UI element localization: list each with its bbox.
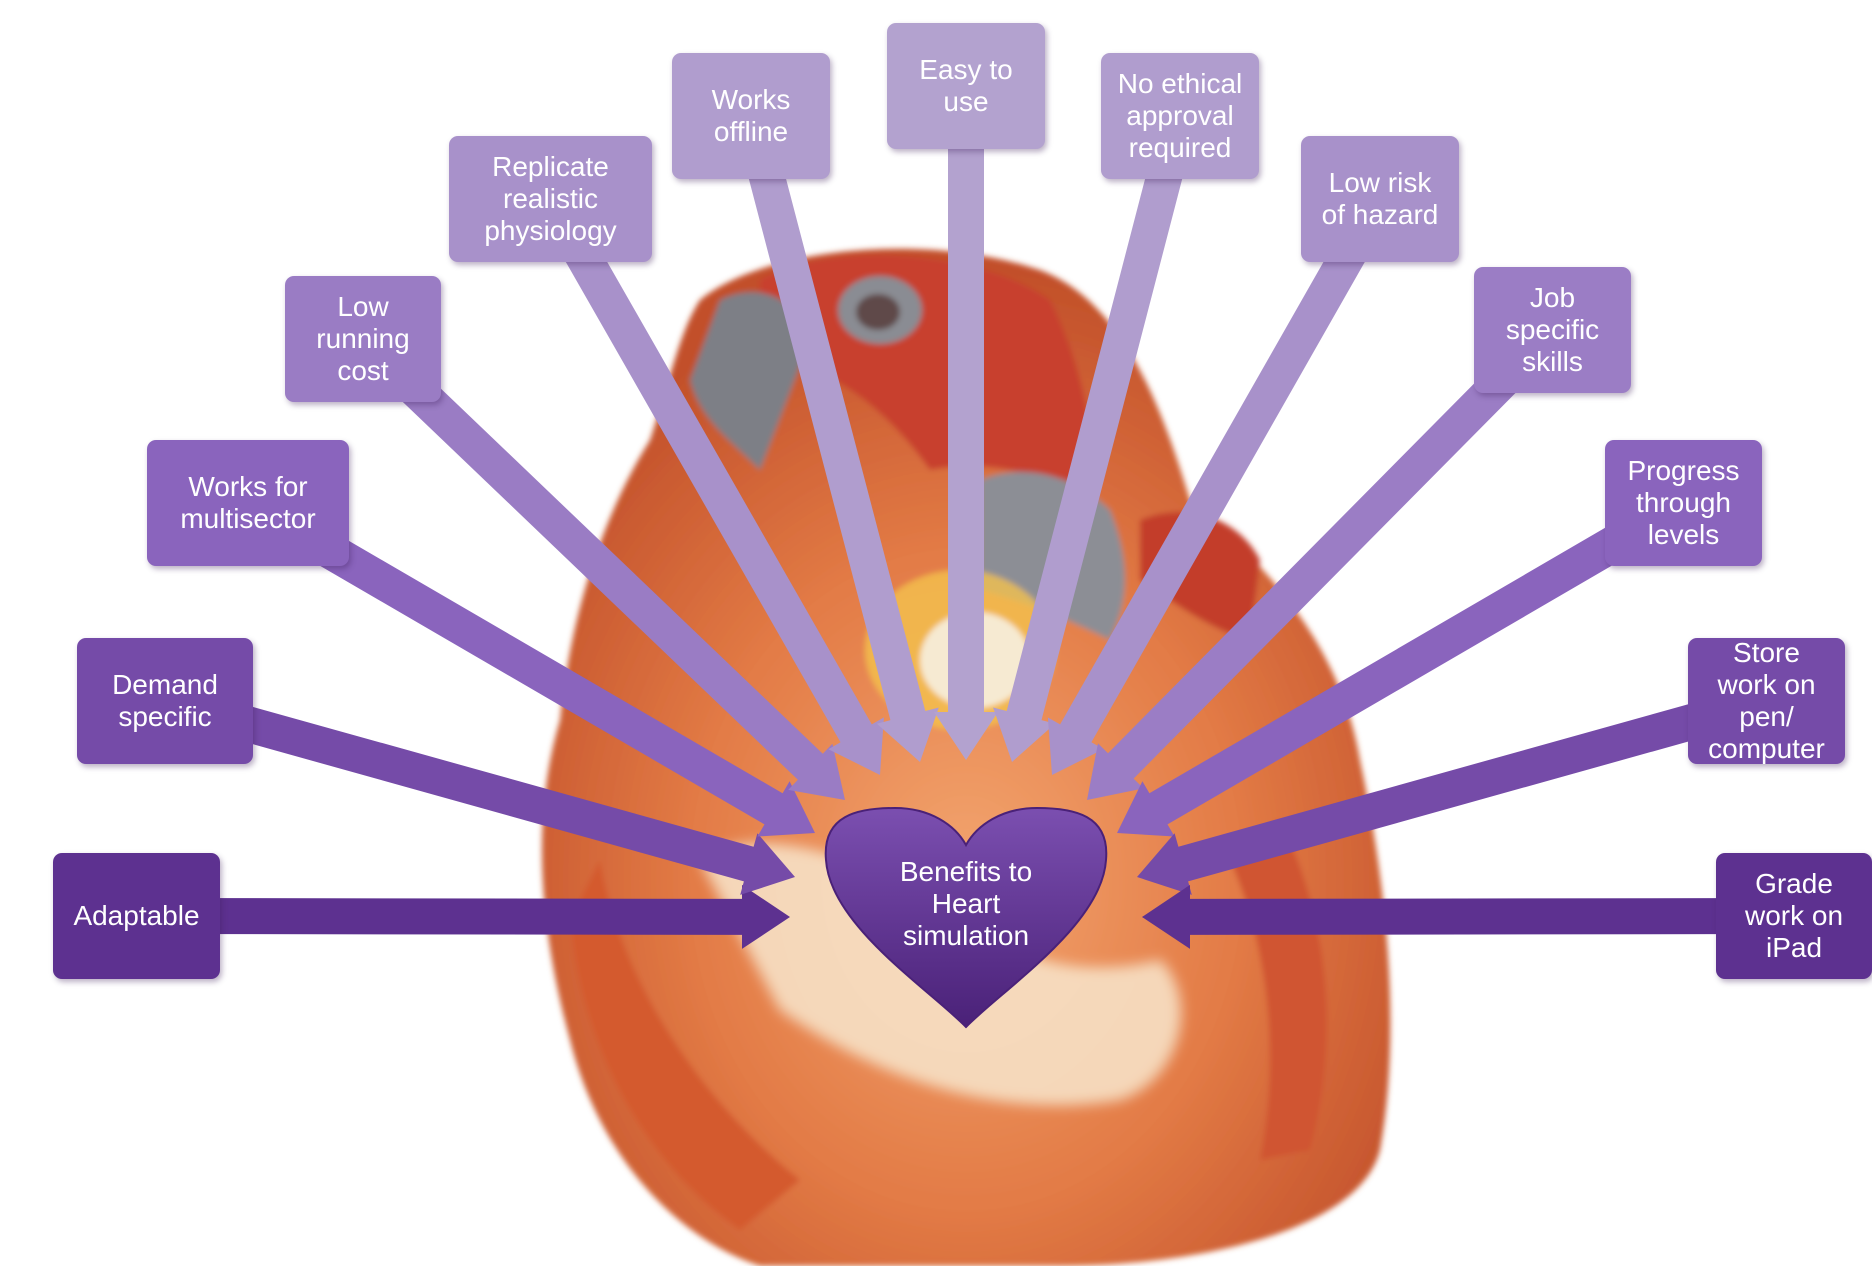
- benefit-box-store-work-on-pen-computer: Store work on pen/ computer: [1688, 638, 1845, 764]
- benefit-box-replicate-realistic-physiology: Replicate realistic physiology: [449, 136, 652, 262]
- benefit-box-low-running-cost: Low running cost: [285, 276, 441, 402]
- benefit-box-works-for-multisector: Works for multisector: [147, 440, 349, 566]
- benefit-box-grade-work-on-ipad: Grade work on iPad: [1716, 853, 1872, 979]
- benefit-box-low-risk-of-hazard: Low risk of hazard: [1301, 136, 1459, 262]
- benefit-box-demand-specific: Demand specific: [77, 638, 253, 764]
- benefit-box-adaptable: Adaptable: [53, 853, 220, 979]
- benefit-box-job-specific-skills: Job specific skills: [1474, 267, 1631, 393]
- center-label: Benefits to Heart simulation: [860, 856, 1072, 952]
- benefit-box-no-ethical-approval-required: No ethical approval required: [1101, 53, 1259, 179]
- benefit-box-easy-to-use: Easy to use: [887, 23, 1045, 149]
- benefit-box-progress-through-levels: Progress through levels: [1605, 440, 1762, 566]
- benefit-box-works-offline: Works offline: [672, 53, 830, 179]
